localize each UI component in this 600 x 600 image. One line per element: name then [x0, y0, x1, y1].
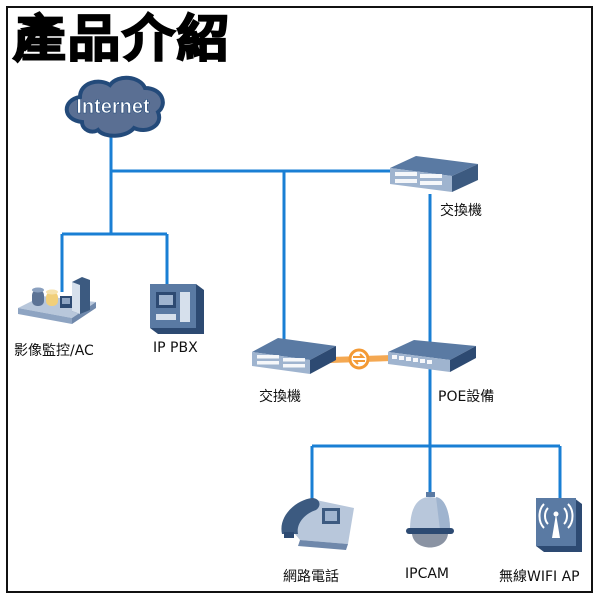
core-switch-icon[interactable] [390, 156, 478, 192]
connection-lines [60, 134, 562, 500]
access-switch-label: 交換機 [259, 389, 301, 405]
surveillance-server-icon[interactable] [18, 277, 96, 324]
switch-link [329, 348, 393, 370]
link-sync-icon [348, 348, 370, 370]
ip-phone-icon[interactable] [281, 498, 354, 550]
wifi-label: 無線WIFI AP [499, 569, 580, 585]
poe-label: POE設備 [438, 389, 495, 405]
access-switch-icon[interactable] [252, 338, 336, 374]
ipcam-label: IPCAM [405, 566, 450, 582]
internet-label: Internet [76, 96, 150, 118]
wifi-ap-icon[interactable] [536, 498, 582, 552]
pbx-icon[interactable] [150, 284, 204, 334]
pbx-label: IP PBX [153, 340, 198, 356]
dome-camera-icon[interactable] [406, 492, 454, 548]
diagram-frame [6, 6, 593, 593]
poe-switch-icon[interactable] [388, 340, 476, 372]
phone-label: 網路電話 [283, 569, 339, 585]
core-switch-label: 交換機 [440, 203, 482, 219]
cloud-icon[interactable]: Internet [64, 75, 165, 138]
page-title: 產品介紹 [12, 9, 232, 69]
surveillance-label: 影像監控/AC [14, 343, 94, 359]
